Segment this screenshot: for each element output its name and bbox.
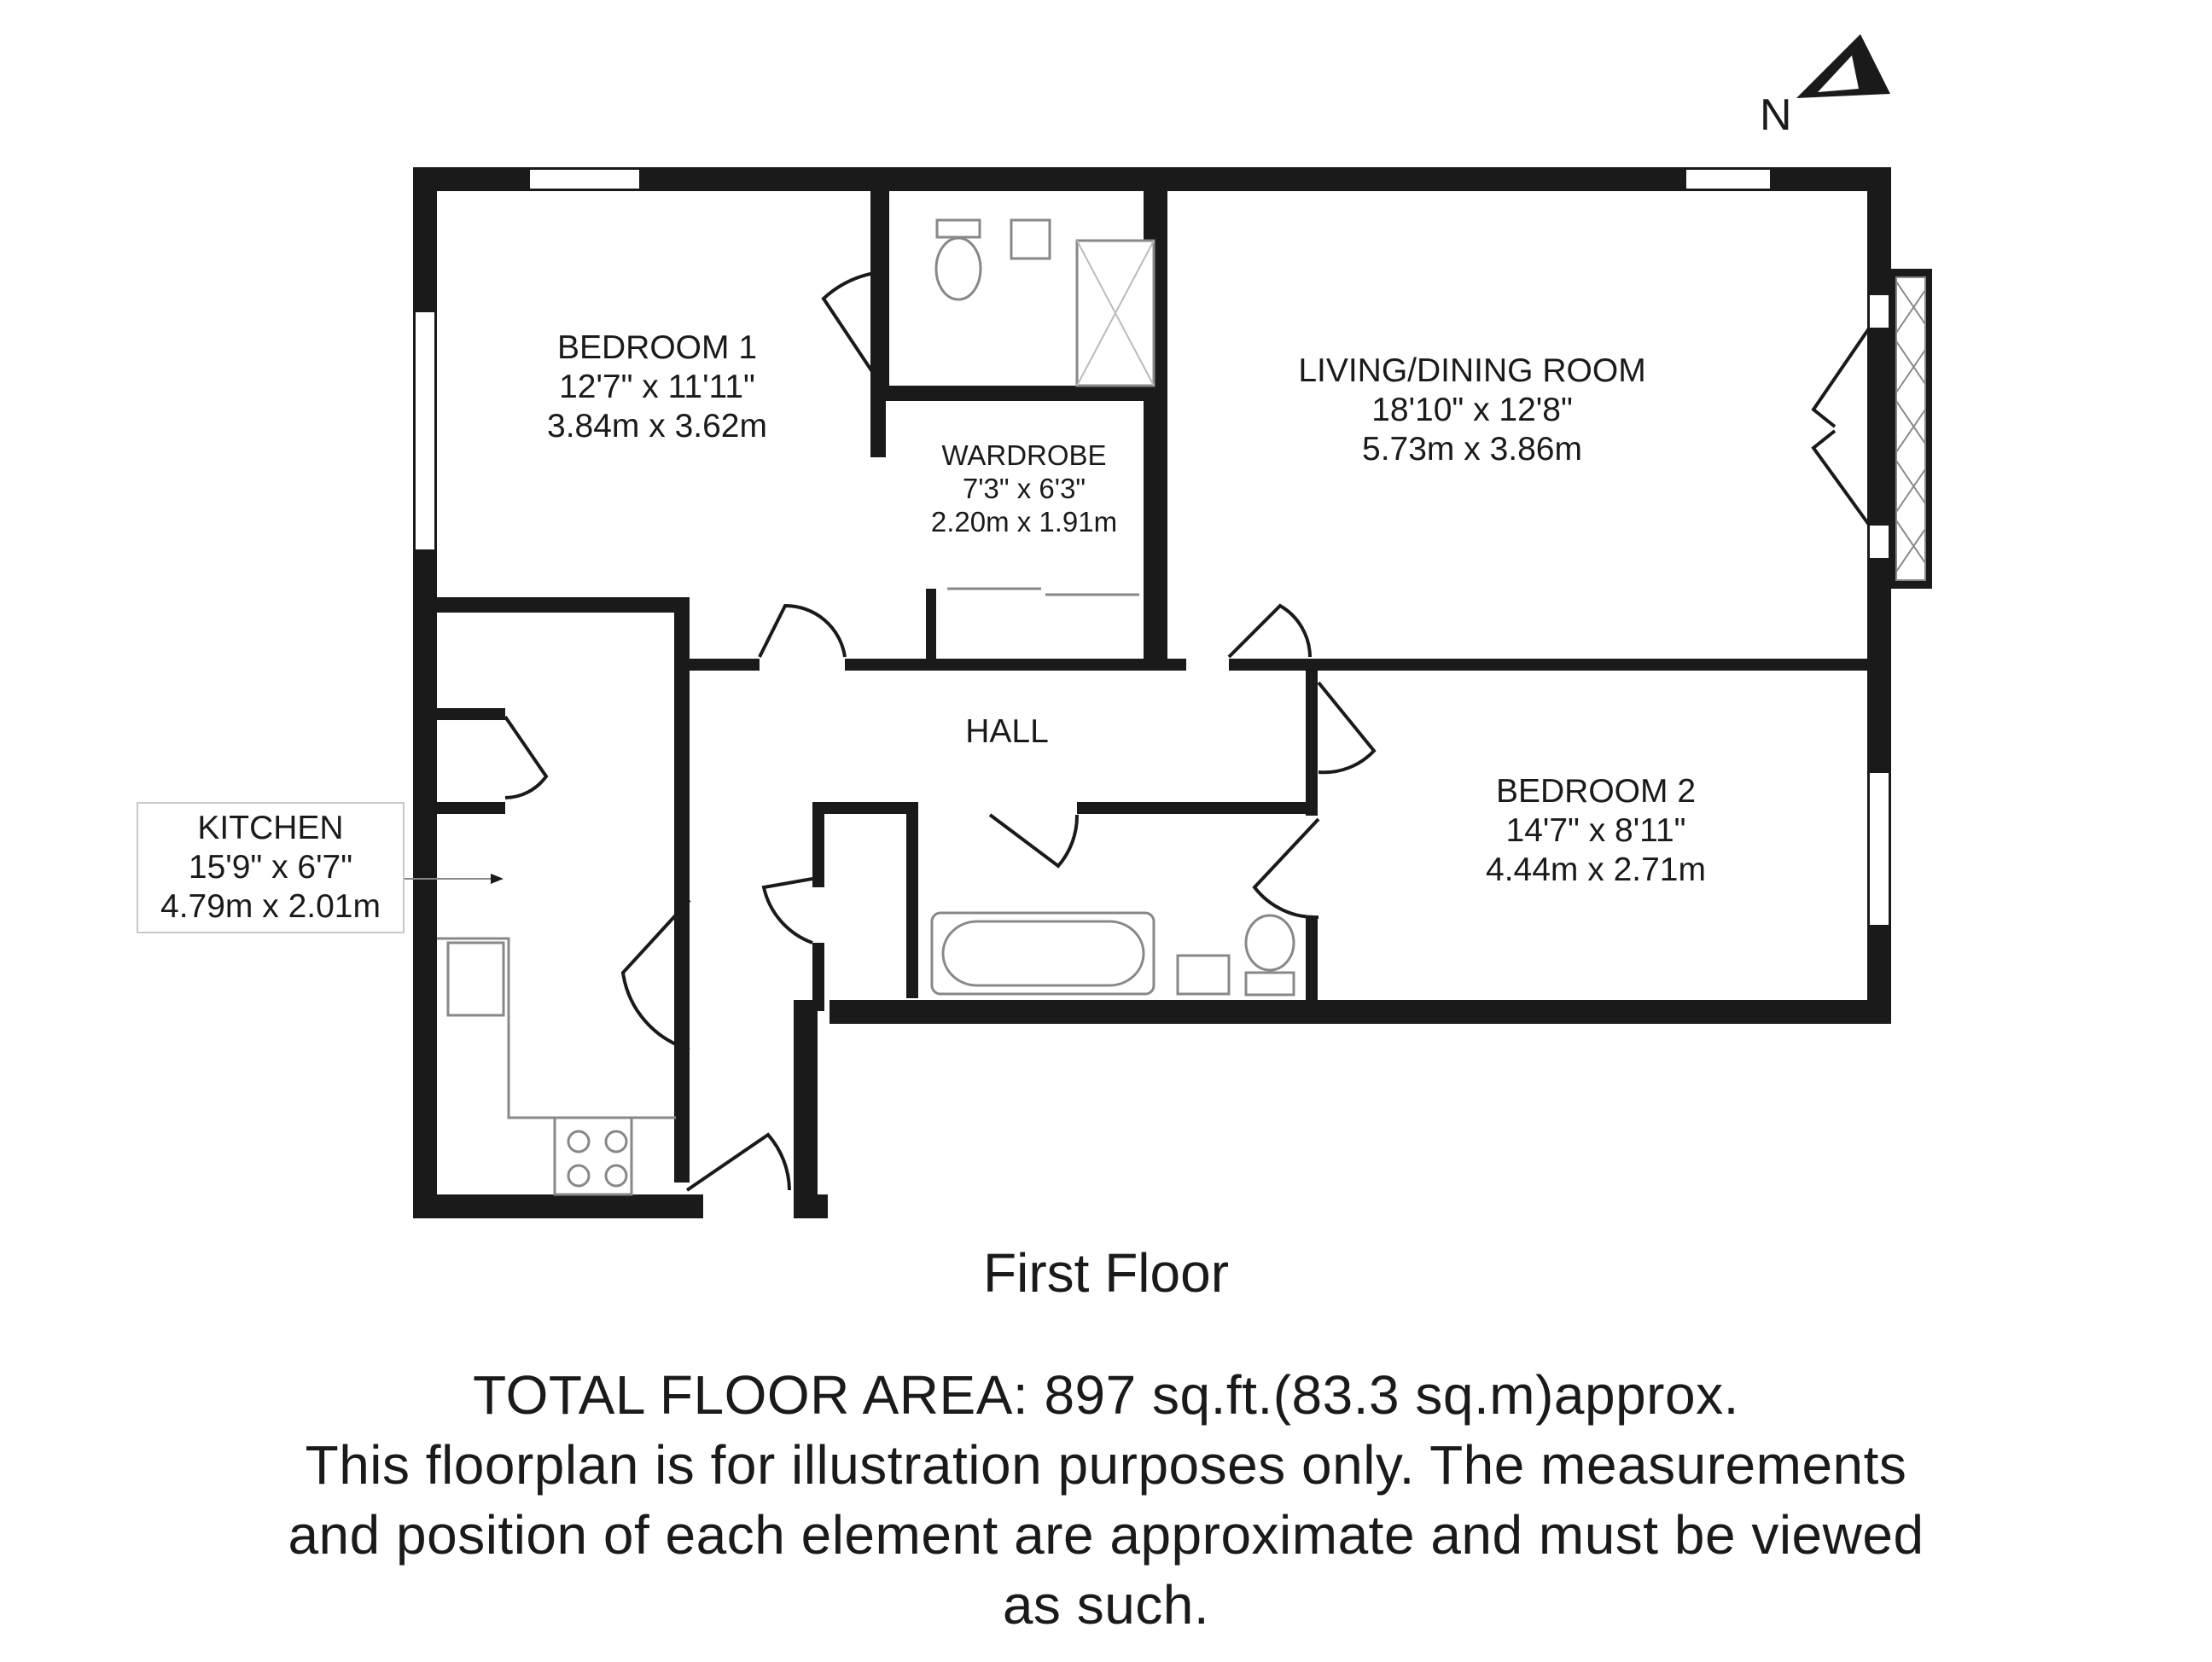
- living-name: LIVING/DINING ROOM: [1298, 352, 1646, 389]
- disclaimer-line: and position of each element are approxi…: [288, 1503, 1924, 1566]
- wardrobe-doors: [947, 587, 1139, 596]
- floor-name: First Floor: [983, 1242, 1229, 1304]
- area-and-disclaimer: TOTAL FLOOR AREA: 897 sq.ft.(83.3 sq.m)a…: [0, 1361, 2212, 1641]
- bedroom1-label: BEDROOM 1 12'7" x 11'11" 3.84m x 3.62m: [512, 328, 802, 446]
- kitchen-imperial: 15'9" x 6'7": [188, 849, 353, 886]
- bedroom1-name: BEDROOM 1: [556, 329, 758, 366]
- kitchen-fixtures: [437, 937, 676, 1196]
- kitchen-label: KITCHEN 15'9" x 6'7" 4.79m x 2.01m: [137, 802, 405, 934]
- wardrobe-name: WARDROBE: [941, 439, 1107, 471]
- wardrobe-imperial: 7'3" x 6'3": [962, 472, 1086, 504]
- living-imperial: 18'10" x 12'8": [1371, 392, 1573, 429]
- disclaimer-line: This floorplan is for illustration purpo…: [305, 1433, 1907, 1496]
- bay-window: [1811, 269, 1932, 589]
- hall-name: HALL: [965, 713, 1049, 750]
- total-floor-area: TOTAL FLOOR AREA: 897 sq.ft.(83.3 sq.m)a…: [473, 1364, 1739, 1426]
- kitchen-name: KITCHEN: [197, 810, 344, 846]
- bedroom2-label: BEDROOM 2 14'7" x 8'11" 4.44m x 2.71m: [1451, 772, 1741, 890]
- bedroom1-imperial: 12'7" x 11'11": [559, 369, 755, 406]
- disclaimer-line: as such.: [1002, 1573, 1210, 1636]
- windows: [414, 168, 1890, 927]
- living-label: LIVING/DINING ROOM 18'10" x 12'8" 5.73m …: [1276, 352, 1668, 469]
- wardrobe-metric: 2.20m x 1.91m: [930, 505, 1118, 538]
- bedroom2-metric: 4.44m x 2.71m: [1486, 851, 1706, 889]
- door-swings: [504, 271, 1377, 1192]
- living-metric: 5.73m x 3.86m: [1362, 431, 1582, 468]
- wardrobe-label: WARDROBE 7'3" x 6'3" 2.20m x 1.91m: [909, 439, 1139, 539]
- north-arrow-icon: [1796, 34, 1890, 98]
- hall-label: HALL: [939, 712, 1075, 752]
- kitchen-metric: 4.79m x 2.01m: [160, 888, 381, 926]
- ensuite-fixtures: [934, 218, 1155, 387]
- bedroom1-metric: 3.84m x 3.62m: [547, 408, 767, 445]
- bedroom2-imperial: 14'7" x 8'11": [1505, 812, 1686, 850]
- bathroom-fixtures: [930, 911, 1295, 997]
- kitchen-leader: [401, 874, 504, 884]
- north-label: N: [1760, 90, 1792, 140]
- bedroom2-name: BEDROOM 2: [1495, 773, 1697, 810]
